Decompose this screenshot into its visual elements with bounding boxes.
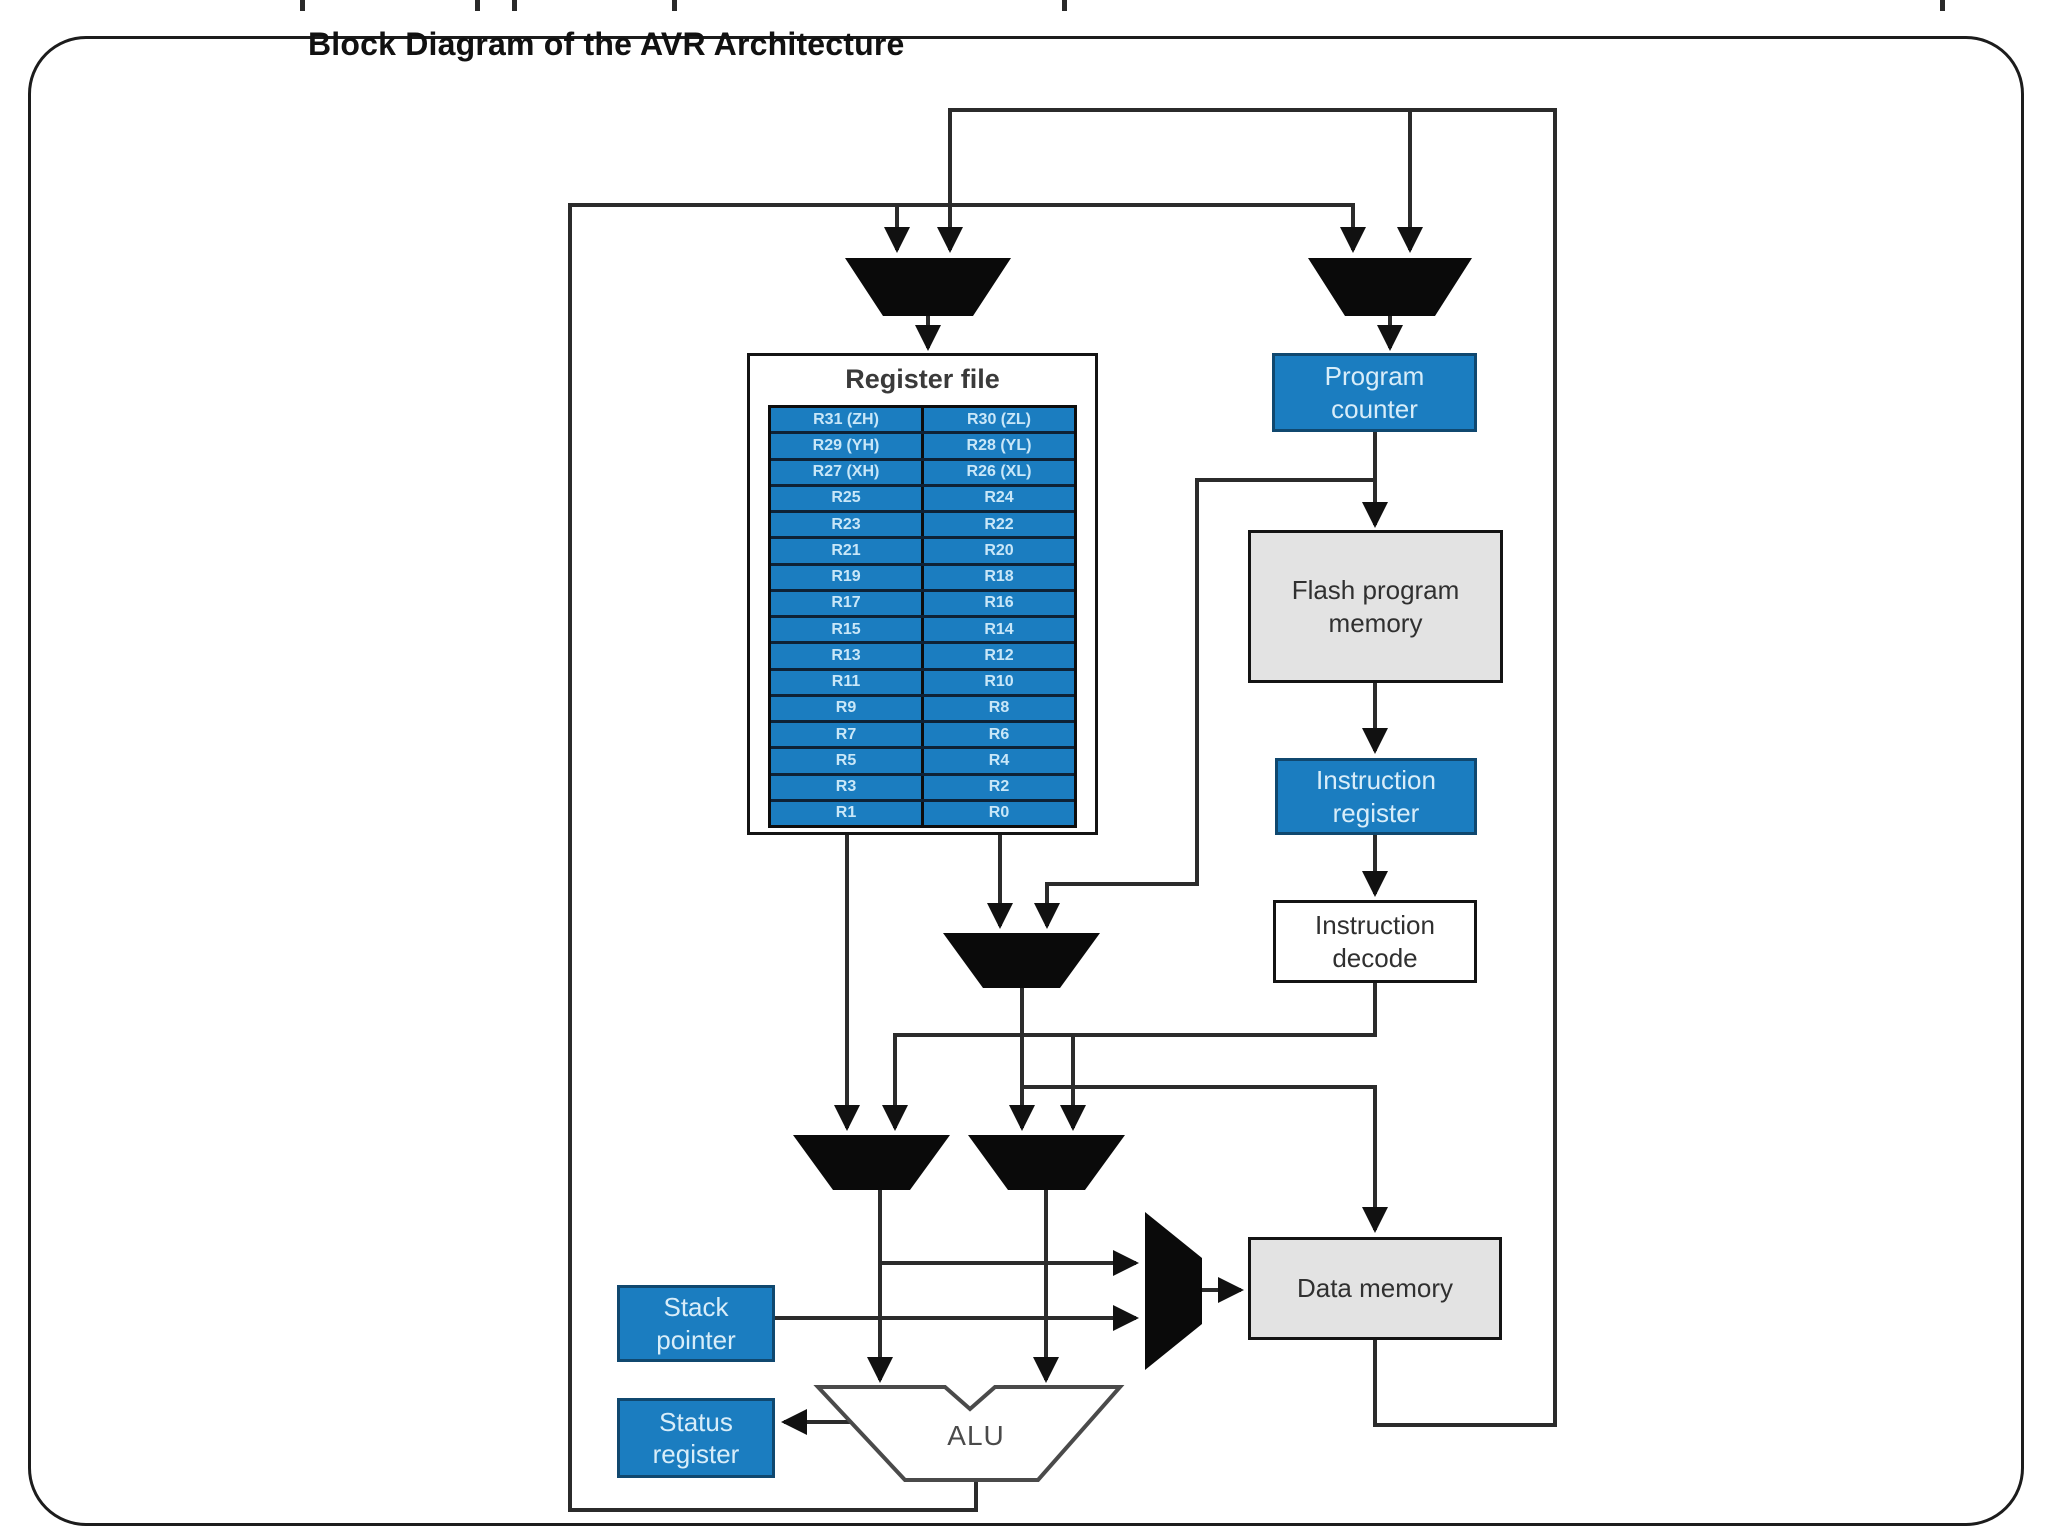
register-table: R31 (ZH)R30 (ZL)R29 (YH)R28 (YL)R27 (XH)… bbox=[768, 405, 1077, 828]
register-cell: R3 bbox=[771, 775, 924, 799]
instruction-decode-box: Instruction decode bbox=[1273, 900, 1477, 983]
cropped-text-fragment bbox=[1940, 0, 1945, 11]
register-cell: R25 bbox=[771, 486, 924, 510]
register-cell: R20 bbox=[924, 539, 1074, 563]
register-cell: R6 bbox=[924, 723, 1074, 747]
slide-frame-border bbox=[28, 36, 2024, 1526]
program-counter-box: Program counter bbox=[1272, 353, 1477, 432]
register-cell: R27 (XH) bbox=[771, 460, 924, 484]
status-register-box: Status register bbox=[617, 1398, 775, 1478]
register-cell: R15 bbox=[771, 618, 924, 642]
register-cell: R0 bbox=[924, 801, 1074, 825]
register-cell: R14 bbox=[924, 618, 1074, 642]
register-cell: R11 bbox=[771, 670, 924, 694]
mux-program-counter bbox=[1308, 258, 1472, 316]
register-cell: R5 bbox=[771, 749, 924, 773]
register-row: R31 (ZH)R30 (ZL) bbox=[771, 408, 1074, 435]
register-cell: R19 bbox=[771, 565, 924, 589]
cropped-text-fragment bbox=[1062, 0, 1067, 11]
alu-label: ALU bbox=[947, 1420, 1005, 1451]
register-cell: R21 bbox=[771, 539, 924, 563]
flash-program-memory-box: Flash program memory bbox=[1248, 530, 1503, 683]
register-cell: R30 (ZL) bbox=[924, 408, 1074, 432]
register-cell: R8 bbox=[924, 696, 1074, 720]
stack-pointer-box: Stack pointer bbox=[617, 1285, 775, 1362]
register-cell: R18 bbox=[924, 565, 1074, 589]
instruction-register-box: Instruction register bbox=[1275, 758, 1477, 835]
register-cell: R31 (ZH) bbox=[771, 408, 924, 432]
cropped-text-fragment bbox=[512, 0, 517, 11]
register-file-title: Register file bbox=[845, 364, 1000, 394]
register-cell: R24 bbox=[924, 486, 1074, 510]
page-title: Block Diagram of the AVR Architecture bbox=[308, 26, 905, 62]
register-cell: R4 bbox=[924, 749, 1074, 773]
mux-register-file bbox=[845, 258, 1011, 316]
register-cell: R26 (XL) bbox=[924, 460, 1074, 484]
register-cell: R28 (YL) bbox=[924, 434, 1074, 458]
register-row: R27 (XH)R26 (XL) bbox=[771, 460, 1074, 487]
register-cell: R10 bbox=[924, 670, 1074, 694]
cropped-text-fragment bbox=[300, 0, 305, 11]
register-cell: R23 bbox=[771, 513, 924, 537]
mux-alu-right bbox=[968, 1135, 1125, 1190]
register-cell: R1 bbox=[771, 801, 924, 825]
register-row: R29 (YH)R28 (YL) bbox=[771, 434, 1074, 461]
mux-alu-left bbox=[793, 1135, 950, 1190]
register-cell: R12 bbox=[924, 644, 1074, 668]
mux-data-memory bbox=[1145, 1212, 1202, 1370]
register-cell: R9 bbox=[771, 696, 924, 720]
register-cell: R29 (YH) bbox=[771, 434, 924, 458]
alu-shape bbox=[813, 1385, 1125, 1482]
cropped-text-fragment bbox=[475, 0, 480, 11]
register-cell: R7 bbox=[771, 723, 924, 747]
register-cell: R13 bbox=[771, 644, 924, 668]
register-cell: R17 bbox=[771, 591, 924, 615]
mux-middle bbox=[943, 933, 1100, 988]
register-cell: R22 bbox=[924, 513, 1074, 537]
register-cell: R16 bbox=[924, 591, 1074, 615]
register-file-box: Register file R31 (ZH)R30 (ZL)R29 (YH)R2… bbox=[747, 353, 1098, 835]
register-cell: R2 bbox=[924, 775, 1074, 799]
data-memory-box: Data memory bbox=[1248, 1237, 1502, 1340]
cropped-text-fragment bbox=[672, 0, 677, 11]
